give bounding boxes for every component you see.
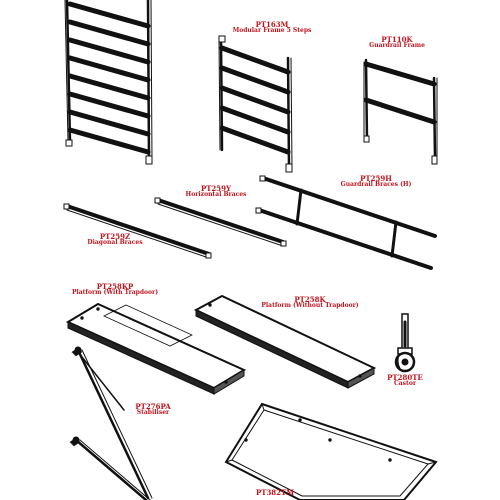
diagonal-braces-name: Diagonal Braces (87, 239, 143, 247)
guardrail-frame-name: Guardrail Frame (369, 42, 425, 50)
guardrail-frame-code: PT110K (381, 35, 413, 44)
castor-code: PT280TE (387, 373, 423, 382)
toe-board-code: PT382TM (255, 488, 295, 497)
castor-drawing (394, 313, 416, 373)
horizontal-braces-code: PT259Y (200, 184, 232, 193)
modular-frame-name: Modular Frame 5 Steps (232, 27, 312, 35)
guardrail-braces-code: PT259H (360, 174, 392, 183)
ladder-frame-drawing (64, 0, 153, 165)
guardrail-braces-name: Guardrail Braces (H) (340, 181, 412, 189)
label-castor: PT280TE Castor (382, 374, 428, 388)
label-platform-no-trapdoor: PT258K Platform (Without Trapdoor) (260, 296, 360, 310)
stabiliser-code: PT276PA (135, 402, 171, 411)
guardrail-braces-drawing (255, 175, 437, 270)
label-horizontal-braces: PT259Y Horizontal Braces (176, 185, 256, 199)
diagonal-braces-drawing (63, 203, 212, 259)
horizontal-braces-name: Horizontal Braces (185, 191, 247, 199)
label-platform-trapdoor: PT258KP Platform (With Trapdoor) (70, 283, 160, 297)
platform-trapdoor-code: PT258KP (96, 282, 134, 291)
platform-trapdoor-name: Platform (With Trapdoor) (71, 289, 159, 297)
guardrail-frame-drawing (363, 58, 438, 165)
castor-name: Castor (394, 380, 416, 388)
label-toe-board: PT382TM (250, 488, 300, 497)
label-stabiliser: PT276PA Stabiliser (128, 403, 178, 417)
platform-no-trapdoor-name: Platform (Without Trapdoor) (261, 302, 359, 310)
label-guardrail-braces: PT259H Guardrail Braces (H) (336, 175, 416, 189)
label-diagonal-braces: PT259Z Diagonal Braces (80, 233, 150, 247)
platform-trapdoor-drawing (65, 302, 247, 395)
horizontal-braces-drawing (154, 197, 287, 247)
stabiliser-drawing (69, 346, 153, 500)
diagonal-braces-code: PT259Z (99, 232, 131, 241)
label-guardrail-frame: PT110K Guardrail Frame (362, 36, 432, 50)
toe-board-drawing (224, 402, 438, 500)
modular-frame-code: PT163M (255, 20, 289, 29)
platform-no-trapdoor-drawing (193, 294, 377, 389)
platform-no-trapdoor-code: PT258K (294, 295, 326, 304)
label-modular-frame: PT163M Modular Frame 5 Steps (222, 21, 322, 35)
stabiliser-name: Stabiliser (136, 409, 170, 417)
modular-frame-drawing (218, 35, 293, 173)
